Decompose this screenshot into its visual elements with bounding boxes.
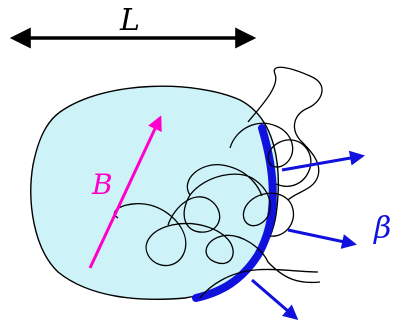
field-vector-label: B (91, 168, 113, 201)
length-label: L (119, 3, 140, 38)
outflow-arrow (282, 156, 362, 170)
beta-label: β (373, 211, 391, 246)
outflow-arrow (252, 280, 296, 318)
field-region (31, 86, 278, 299)
outflow-arrow (288, 230, 354, 244)
